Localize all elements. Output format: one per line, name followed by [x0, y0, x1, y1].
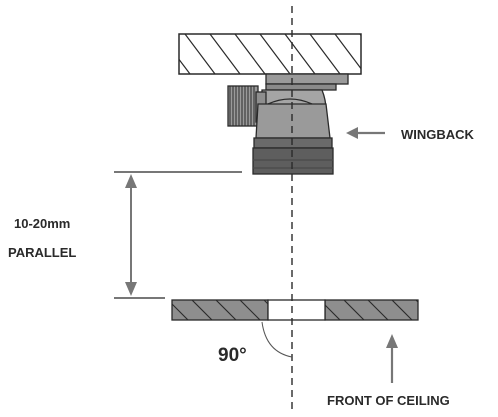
- wingback-fitting: [227, 73, 349, 175]
- wingback-arrow: [346, 127, 385, 139]
- dimension-arrow-up: [125, 174, 137, 188]
- angle-label: 90°: [218, 345, 247, 366]
- parallel-label: PARALLEL: [8, 245, 77, 260]
- gap-dimension: [114, 171, 242, 299]
- wingback-label: WINGBACK: [401, 127, 474, 142]
- front-of-ceiling-arrow: [386, 334, 398, 383]
- mounting-plate: [178, 33, 362, 75]
- dimension-arrow-down: [125, 282, 137, 296]
- front-of-ceiling-label: FRONT OF CEILING: [327, 393, 450, 408]
- ceiling-board: [171, 299, 419, 321]
- angle-arc: [261, 321, 293, 358]
- gap-range-label: 10-20mm: [14, 216, 71, 231]
